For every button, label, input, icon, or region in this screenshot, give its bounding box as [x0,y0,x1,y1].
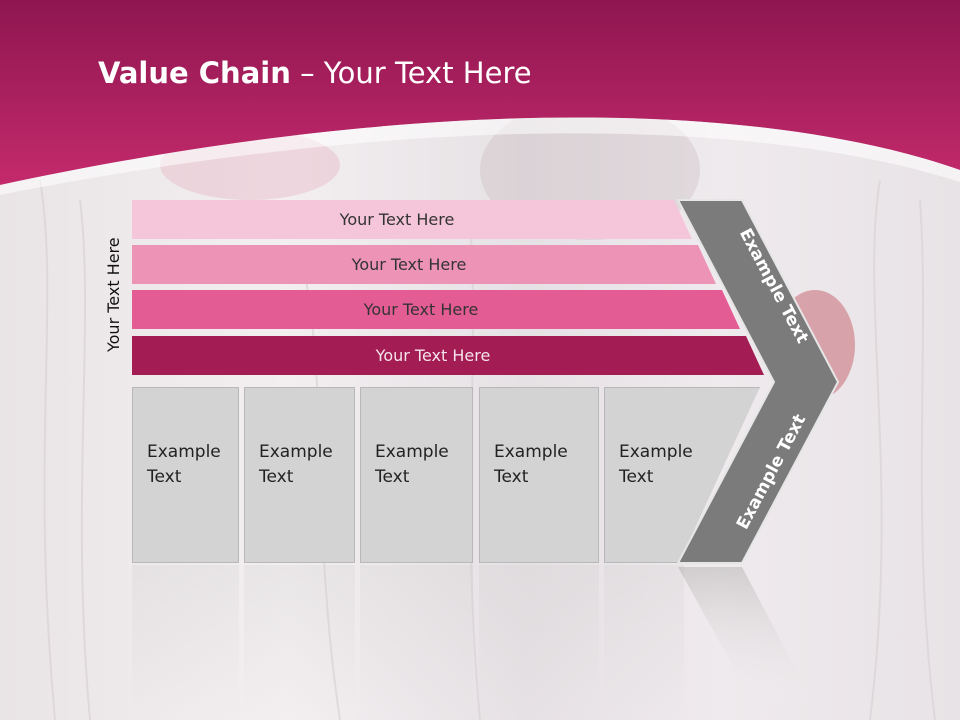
example-box-4-line2: Text [494,467,529,487]
bar-3-label: Your Text Here [363,300,479,319]
side-label: Your Text Here [104,237,123,352]
box-5-reflection [604,565,684,715]
example-box-5-line2: Text [619,467,654,487]
example-box-4: Example Text [479,387,599,563]
example-box-2: Example Text [244,387,355,563]
bar-2: Your Text Here [132,245,716,284]
example-box-2-line2: Text [259,467,294,487]
example-box-2-line1: Example [259,442,333,462]
bar-1: Your Text Here [132,200,692,239]
box-1-reflection [132,565,239,715]
example-box-1-line2: Text [147,467,182,487]
box-3-reflection [360,565,473,715]
page-title: Value Chain – Your Text Here [98,56,532,90]
bar-1-label: Your Text Here [339,210,455,229]
example-box-1: Example Text [132,387,239,563]
bar-4: Your Text Here [132,336,764,375]
box-2-reflection [244,565,355,715]
example-box-3: Example Text [360,387,473,563]
bar-4-label: Your Text Here [375,346,491,365]
example-box-4-line1: Example [494,442,568,462]
chevron-arrow [676,199,840,715]
box-4-reflection [479,565,599,715]
header-band [0,0,960,195]
example-box-1-line1: Example [147,442,221,462]
example-box-5-line1: Example [619,442,693,462]
bar-2-label: Your Text Here [351,255,467,274]
example-box-3-line1: Example [375,442,449,462]
example-box-3-line2: Text [375,467,410,487]
bar-3: Your Text Here [132,290,740,329]
